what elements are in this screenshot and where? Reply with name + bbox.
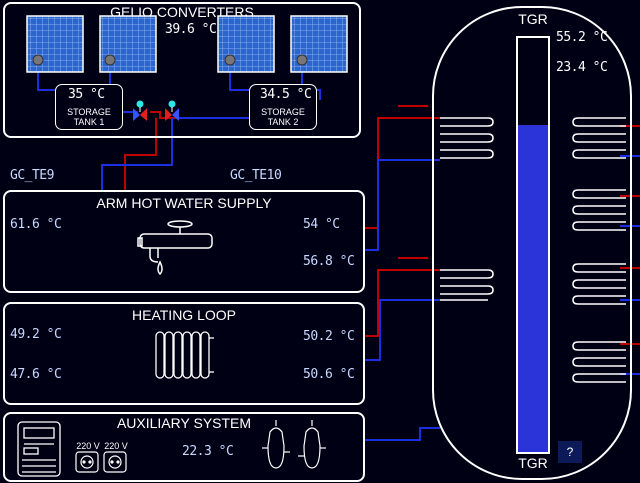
hot-water-panel[interactable]: ARM HOT WATER SUPPLY bbox=[3, 190, 365, 293]
tgr-bottom-title: TGR bbox=[518, 455, 548, 471]
storage-tank-1[interactable]: 35 °C STORAGE TANK 1 bbox=[55, 84, 123, 130]
heating-temp-right-top: 50.2 °C bbox=[303, 329, 355, 344]
socket2-label: 220 V bbox=[104, 441, 128, 451]
tank1-label: STORAGE TANK 1 bbox=[56, 107, 122, 127]
storage-tank-2[interactable]: 34.5 °C STORAGE TANK 2 bbox=[249, 84, 317, 130]
socket1-label: 220 V bbox=[76, 441, 100, 451]
tank1-label-line2: TANK 1 bbox=[73, 117, 105, 127]
tank1-temp: 35 °C bbox=[68, 87, 105, 102]
auxiliary-temp: 22.3 °C bbox=[182, 444, 234, 459]
hot-water-temp-right-top: 54 °C bbox=[303, 217, 340, 232]
auxiliary-panel[interactable]: AUXILIARY SYSTEM bbox=[3, 412, 365, 482]
tank2-label-line2: TANK 2 bbox=[267, 117, 299, 127]
tgr-tank[interactable] bbox=[432, 6, 632, 480]
heating-temp-left-bottom: 47.6 °C bbox=[10, 367, 62, 382]
tgr-title: TGR bbox=[518, 11, 548, 27]
heating-title: HEATING LOOP bbox=[132, 307, 236, 323]
hot-water-title: ARM HOT WATER SUPPLY bbox=[96, 195, 272, 211]
tank1-label-line1: STORAGE bbox=[67, 107, 111, 117]
heating-temp-left-top: 49.2 °C bbox=[10, 327, 62, 342]
tgr-level-fill bbox=[518, 124, 548, 452]
tgr-temp-top: 55.2 °C bbox=[556, 30, 608, 45]
heating-temp-right-bottom: 50.6 °C bbox=[303, 367, 355, 382]
hot-water-temp-left: 61.6 °C bbox=[10, 217, 62, 232]
tgr-level-gauge bbox=[516, 36, 550, 454]
converters-title: GELIO CONVERTERS bbox=[110, 4, 254, 20]
help-button[interactable]: ? bbox=[558, 441, 582, 463]
auxiliary-title: AUXILIARY SYSTEM bbox=[116, 415, 252, 431]
hot-water-temp-right-bottom: 56.8 °C bbox=[303, 254, 355, 269]
converters-temp: 39.6 °C bbox=[165, 22, 217, 37]
tgr-temp-second: 23.4 °C bbox=[556, 60, 608, 75]
heating-panel[interactable]: HEATING LOOP bbox=[3, 302, 365, 405]
tank2-label-line1: STORAGE bbox=[261, 107, 305, 117]
tank2-temp: 34.5 °C bbox=[260, 87, 312, 102]
sensor-label-left: GC_TE9 bbox=[10, 168, 54, 183]
tank2-label: STORAGE TANK 2 bbox=[250, 107, 316, 127]
sensor-label-right: GC_TE10 bbox=[230, 168, 282, 183]
